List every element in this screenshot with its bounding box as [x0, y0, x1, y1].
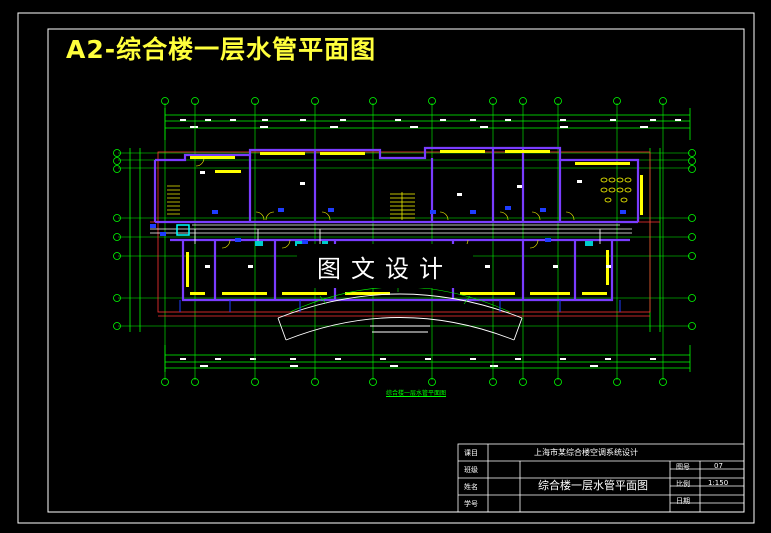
room-tags [200, 171, 611, 268]
project-name: 上海市某综合楼空调系统设计 [534, 448, 638, 457]
title-block-row3-label: 姓名 [464, 483, 478, 491]
drawing-title: A2-综合楼一层水管平面图 [66, 35, 377, 64]
drawing-number-value: 07 [714, 462, 723, 470]
scale-value: 1:150 [708, 479, 729, 487]
watermark-badge: 图文设计 [297, 244, 473, 288]
blue-markers [179, 300, 621, 312]
top-dimension-lines [164, 108, 691, 140]
stair-center [390, 192, 415, 220]
top-dimension-text [180, 119, 681, 128]
fan-coil-units [150, 206, 626, 244]
date-label: 日期 [676, 497, 690, 505]
title-block-row1-label: 课目 [464, 449, 478, 457]
outer-frame [17, 12, 755, 524]
axis-bubbles-top [161, 97, 667, 105]
stair-left [167, 185, 180, 215]
scale-label: 比例 [676, 480, 690, 488]
title-block-row4-label: 学号 [464, 500, 478, 508]
entrance-canopy [277, 293, 523, 341]
bottom-dimension-text [180, 358, 656, 367]
door-swings [195, 157, 575, 249]
inner-frame [47, 28, 745, 513]
axis-bubbles-right [688, 149, 696, 330]
title-block-row2-label: 班级 [464, 466, 478, 474]
pipe-risers-cyan [176, 224, 593, 246]
yellow-windows [186, 150, 643, 295]
axis-bubbles-bottom [161, 378, 667, 386]
building-walls [153, 146, 640, 302]
title-block-frame [457, 443, 745, 513]
toilet-fixtures [600, 177, 632, 203]
drawing-number-label: 图号 [676, 463, 690, 471]
drawing-name: 综合楼一层水管平面图 [538, 479, 648, 492]
red-wall-lines [150, 151, 660, 317]
water-pipes [150, 224, 632, 244]
axis-bubbles-left [113, 149, 121, 330]
plan-caption: 综合楼一层水管平面图 [386, 390, 447, 397]
